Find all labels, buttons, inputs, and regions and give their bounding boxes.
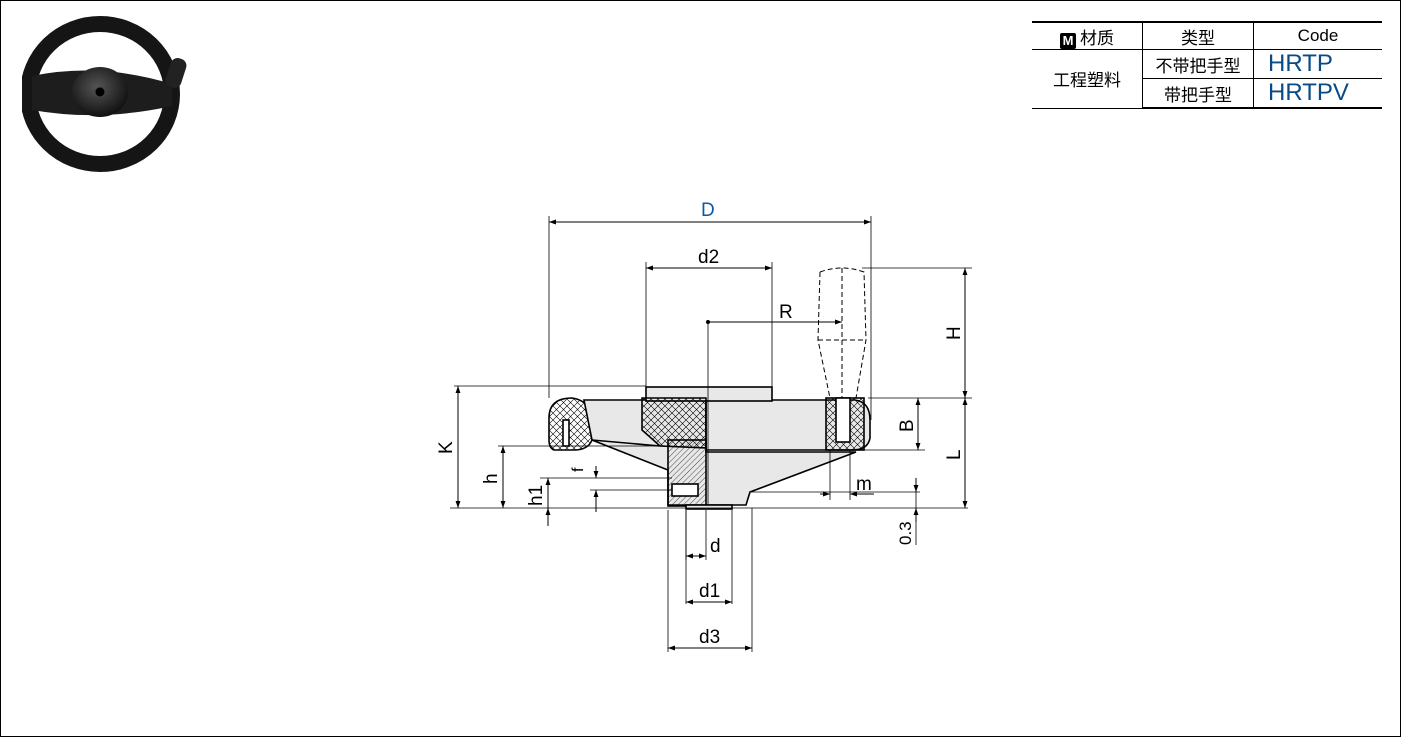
handle-outline: [817, 267, 867, 399]
hub-bore: [94, 86, 106, 98]
label-m: m: [856, 474, 872, 495]
label-B: B: [897, 419, 918, 432]
label-h: h: [481, 473, 502, 484]
header-type: 类型: [1142, 21, 1254, 50]
material-badge: M: [1060, 32, 1076, 49]
set-screw: [671, 483, 699, 497]
code-value: HRTPV: [1253, 78, 1382, 109]
rim-slot: [562, 419, 570, 447]
label-f: f: [570, 467, 587, 472]
product-photo: [22, 16, 187, 172]
code-value: HRTP: [1253, 49, 1382, 79]
dimension-lines: [455, 219, 968, 651]
label-d3: d3: [699, 627, 720, 648]
hub-bottom: [685, 504, 733, 510]
extension-lines: [450, 216, 972, 652]
table-row: 工程塑料 不带把手型 HRTP: [1032, 49, 1382, 109]
material-value: 工程塑料: [1032, 49, 1143, 109]
label-D: D: [701, 200, 715, 221]
label-K: K: [436, 441, 457, 454]
label-h1: h1: [526, 485, 547, 506]
type-value: 不带把手型: [1142, 49, 1254, 79]
label-H: H: [944, 326, 965, 340]
table-row: 带把手型 HRTPV: [1032, 78, 1382, 109]
label-d: d: [710, 536, 721, 557]
revolving-handle: [165, 58, 187, 88]
label-gap: 0.3: [896, 521, 915, 545]
label-d2: d2: [698, 247, 719, 268]
center-point: [706, 320, 710, 324]
handle-bolt: [835, 397, 851, 443]
label-L: L: [944, 449, 965, 460]
label-R: R: [779, 302, 793, 323]
label-d1: d1: [699, 581, 720, 602]
header-code: Code: [1253, 21, 1382, 50]
part-geometry: [548, 386, 871, 510]
type-value: 带把手型: [1142, 78, 1254, 109]
